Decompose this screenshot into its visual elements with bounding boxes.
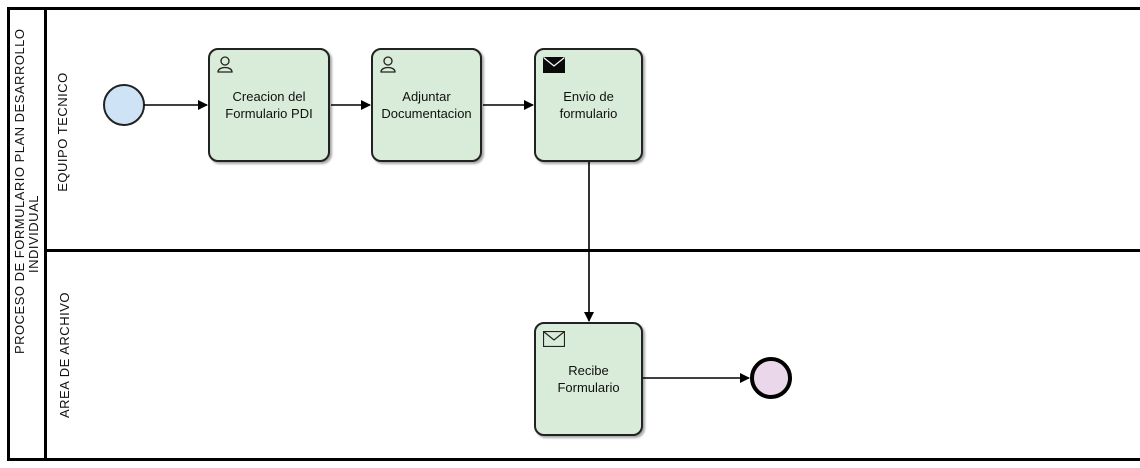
task-label-line2: Documentacion — [381, 106, 472, 121]
task-label-line1: Envio de — [563, 89, 614, 104]
start-event[interactable] — [103, 84, 145, 126]
user-icon — [380, 56, 396, 73]
pool-header-divider — [44, 7, 47, 461]
end-event[interactable] — [750, 357, 792, 399]
user-icon — [217, 56, 233, 73]
task-envio-formulario[interactable]: Envio de formulario — [534, 48, 643, 162]
task-label-line2: Formulario — [557, 380, 620, 395]
task-adjuntar-documentacion[interactable]: Adjuntar Documentacion — [371, 48, 482, 162]
task-label-line1: Adjuntar — [402, 89, 451, 104]
task-label-line1: Creacion del — [232, 89, 306, 104]
send-message-icon — [543, 57, 565, 73]
receive-message-icon — [543, 331, 565, 347]
pool-frame — [7, 7, 1140, 461]
task-creacion-formulario[interactable]: Creacion del Formulario PDI — [208, 48, 330, 162]
task-label-line2: Formulario PDI — [225, 106, 313, 121]
task-recibe-formulario[interactable]: Recibe Formulario — [534, 322, 643, 436]
task-label-line2: formulario — [559, 106, 618, 121]
lane-divider — [44, 249, 1140, 252]
task-label-line1: Recibe — [568, 363, 609, 378]
